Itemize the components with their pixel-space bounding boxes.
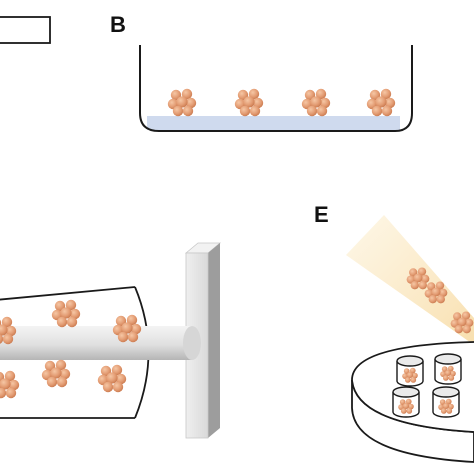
spheroid-cluster-icon <box>366 88 396 117</box>
panel-e-label: E <box>314 202 329 227</box>
spheroid-cluster-icon <box>301 88 331 117</box>
culture-dish <box>139 45 413 132</box>
rotation-rod <box>0 326 201 360</box>
panel-b: B <box>110 12 413 132</box>
well-cylinder-icon <box>397 356 423 386</box>
panel-e: E <box>314 202 474 463</box>
spheroid-cluster-icon <box>97 364 127 393</box>
well-cylinder-icon <box>433 387 459 417</box>
spheroid-cluster-icon <box>234 88 264 117</box>
spheroid-cluster-icon <box>41 359 71 388</box>
panel-b-label: B <box>110 12 126 37</box>
well-cylinder-icon <box>435 354 461 384</box>
panel-a-fragment <box>0 16 51 44</box>
spheroid-cluster-icon <box>0 370 20 399</box>
culture-medium <box>147 116 400 130</box>
spheroid-cluster-icon <box>51 299 81 328</box>
well-cylinder-icon <box>393 387 419 417</box>
cylinder-outline <box>0 286 136 419</box>
spheroid-cluster-icon <box>167 88 197 117</box>
panel-d-rotary-bioreactor <box>0 242 222 439</box>
panel-a-box <box>0 16 51 44</box>
